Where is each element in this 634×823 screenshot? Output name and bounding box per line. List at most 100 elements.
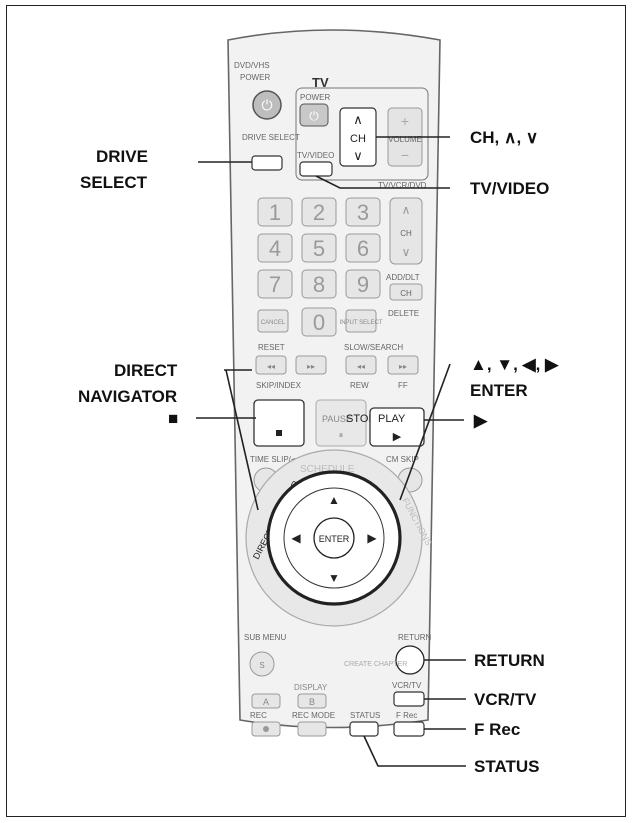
num-button-3[interactable] <box>345 197 381 227</box>
num-label-4: 4 <box>269 236 281 261</box>
num-button-7[interactable] <box>257 269 293 299</box>
a-label: A <box>263 697 269 707</box>
display-label: DISPLAY <box>294 683 328 692</box>
num-button-9[interactable] <box>345 269 381 299</box>
add-dlt-button[interactable] <box>389 283 423 301</box>
num-label-9: 9 <box>357 272 369 297</box>
num-button-5[interactable] <box>301 233 337 263</box>
tv-video-label: TV/VIDEO <box>297 151 334 160</box>
reset-label: RESET <box>258 343 285 352</box>
cm-skip-label: CM SKIP <box>386 455 419 464</box>
power-button[interactable] <box>252 90 282 120</box>
arrow-up-icon[interactable]: ▲ <box>328 493 340 507</box>
callout-direct-1: DIRECT <box>114 361 178 380</box>
play-label: PLAY <box>378 413 406 425</box>
callout-drive-select-1: DRIVE <box>96 147 148 166</box>
cancel-label: CANCEL <box>261 320 286 326</box>
tv-vcr-label: TV/VCR/DVD <box>378 181 427 190</box>
sub-menu-icon: S <box>259 661 264 670</box>
tv-video-button[interactable] <box>299 161 333 177</box>
slow-search-label: SLOW/SEARCH <box>344 343 403 352</box>
pause-icon: ⏸ <box>339 430 344 440</box>
play-button[interactable] <box>369 407 425 447</box>
rec-mode-button[interactable] <box>297 721 327 737</box>
num-label-6: 6 <box>357 236 369 261</box>
stop-label: STOP <box>346 413 376 425</box>
callout-stop: ■ <box>168 409 178 428</box>
callout-tv-video: TV/VIDEO <box>470 179 549 198</box>
callout-ch: CH, ∧, ∨ <box>470 128 538 147</box>
status-button[interactable] <box>349 721 379 737</box>
input-select-button[interactable] <box>345 309 377 333</box>
callout-status: STATUS <box>474 757 539 776</box>
drive-select-button[interactable] <box>251 155 283 171</box>
skip-back-icon: ◂◂ <box>267 362 275 371</box>
ch-small-label: CH <box>400 289 412 298</box>
callout-direct-2: NAVIGATOR <box>78 387 177 406</box>
volume-down-icon: − <box>401 147 409 163</box>
tv-power-label: POWER <box>300 93 330 102</box>
b-label: B <box>309 697 315 707</box>
a-button[interactable] <box>251 693 281 709</box>
play-icon: ▶ <box>393 431 402 443</box>
arrow-down-icon[interactable]: ▼ <box>328 571 340 585</box>
sub-menu-button[interactable] <box>249 651 275 677</box>
zero-button[interactable] <box>301 307 337 337</box>
tv-power-button[interactable] <box>299 103 329 127</box>
rew-icon: ◂◂ <box>357 362 365 371</box>
num-button-6[interactable] <box>345 233 381 263</box>
num-button-1[interactable] <box>257 197 293 227</box>
status-label: STATUS <box>350 711 380 720</box>
tv-section-box <box>295 87 429 181</box>
create-chapter-label: CREATE CHAPTER <box>344 661 407 668</box>
skip-back-button[interactable] <box>255 355 287 375</box>
rew-label: REW <box>350 381 369 390</box>
f-rec-label: F Rec <box>396 711 417 720</box>
return-button[interactable] <box>395 645 425 675</box>
callout-play: ▶ <box>473 411 488 430</box>
pause-button[interactable] <box>315 399 367 447</box>
num-label-2: 2 <box>313 200 325 225</box>
num-button-4[interactable] <box>257 233 293 263</box>
f-rec-button[interactable] <box>393 721 425 737</box>
diagram-frame <box>6 5 626 817</box>
leader-lines <box>196 136 466 767</box>
ch-rocker-label: CH <box>400 229 412 238</box>
enter-button[interactable] <box>313 517 355 559</box>
ch-rocker-up-icon: ∧ <box>402 203 411 217</box>
num-label-3: 3 <box>357 200 369 225</box>
num-label-7: 7 <box>269 272 281 297</box>
callout-drive-select-2: SELECT <box>80 173 148 192</box>
return-label: RETURN <box>398 633 432 642</box>
ch-down-icon: ∨ <box>353 148 363 163</box>
tv-power-icon: ⏻ <box>309 109 319 123</box>
vcr-tv-button[interactable] <box>393 691 425 707</box>
num-button-8[interactable] <box>301 269 337 299</box>
cancel-button[interactable] <box>257 309 289 333</box>
rec-mode-label: REC MODE <box>292 711 335 720</box>
power-icon: ⏻ <box>261 97 272 113</box>
rew-button[interactable] <box>345 355 377 375</box>
num-label-1: 1 <box>269 200 281 225</box>
ch-rocker-button[interactable] <box>389 197 423 265</box>
zero-label: 0 <box>313 310 325 335</box>
stop-icon <box>276 430 282 436</box>
rec-icon <box>263 726 269 732</box>
stop-button[interactable] <box>253 399 305 447</box>
volume-label: VOLUME <box>388 135 422 144</box>
arrow-right-icon[interactable]: ▶ <box>367 531 377 545</box>
number-pad: 1 2 3 4 5 6 7 8 9 <box>257 197 381 299</box>
num-button-2[interactable] <box>301 197 337 227</box>
add-dlt-label: ADD/DLT <box>386 273 420 282</box>
callout-vcr-tv: VCR/TV <box>474 690 537 709</box>
delete-label: DELETE <box>388 309 419 318</box>
rec-label: REC <box>250 711 267 720</box>
skip-forward-icon: ▸▸ <box>307 362 315 371</box>
vcr-tv-label: VCR/TV <box>392 681 422 690</box>
skip-forward-button[interactable] <box>295 355 327 375</box>
b-button[interactable] <box>297 693 327 709</box>
arrow-left-icon[interactable]: ◀ <box>291 531 301 545</box>
ff-button[interactable] <box>387 355 419 375</box>
callout-f-rec: F Rec <box>474 720 520 739</box>
